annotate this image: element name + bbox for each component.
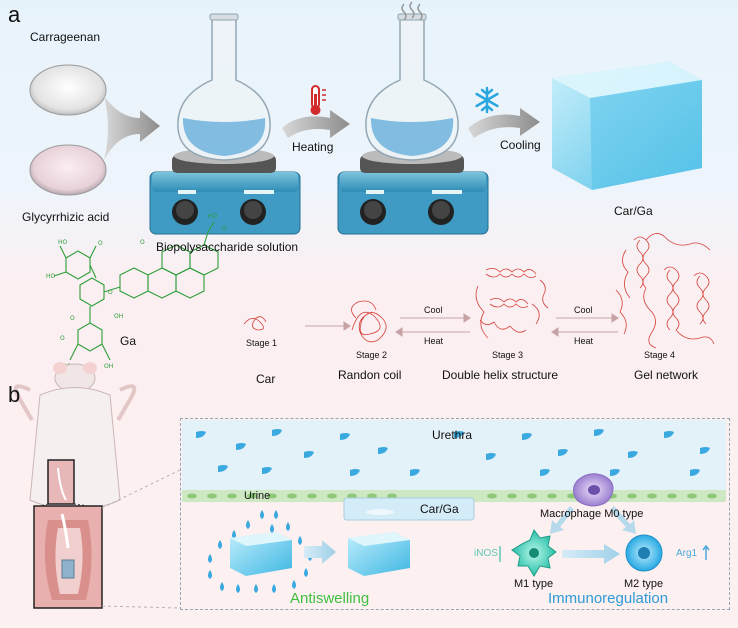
antiswelling-label: Antiswelling bbox=[290, 590, 370, 607]
svg-text:O: O bbox=[140, 239, 145, 246]
stage-name-double-helix: Double helix structure bbox=[442, 368, 559, 382]
steam-icon bbox=[401, 1, 423, 21]
m1-type-label: M1 type bbox=[514, 578, 554, 590]
heat-label-1: Heat bbox=[424, 336, 444, 346]
cooling-label: Cooling bbox=[500, 138, 541, 152]
macrophage-m0-label: Macrophage M0 type bbox=[540, 508, 644, 520]
stable-gel-block bbox=[348, 532, 410, 576]
m1-macrophage-cell bbox=[511, 528, 557, 577]
svg-text:O: O bbox=[60, 335, 65, 342]
car-ga-product-label: Car/Ga bbox=[614, 204, 653, 218]
glycyrrhizic-acid-label: Glycyrrhizic acid bbox=[22, 210, 110, 224]
ga-label: Ga bbox=[120, 334, 137, 348]
macrophage-m0-cell bbox=[573, 473, 614, 507]
flask-2 bbox=[365, 13, 459, 161]
stage-3-label: Stage 3 bbox=[492, 350, 524, 360]
biopolysaccharide-solution-label: Biopolysaccharide solution bbox=[156, 240, 299, 254]
stage-4-gel-network bbox=[615, 233, 715, 349]
thermometer-icon bbox=[310, 85, 326, 115]
transition-arrow bbox=[304, 540, 336, 564]
panel-a-letter: a bbox=[8, 2, 21, 27]
carrageenan-label: Carrageenan bbox=[30, 30, 101, 44]
arg1-up-icon bbox=[702, 544, 710, 560]
swollen-gel-block bbox=[230, 532, 292, 576]
urine-droplets-lumen bbox=[196, 429, 710, 476]
urethra-label: Urethra bbox=[432, 428, 473, 442]
svg-text:OH: OH bbox=[104, 363, 113, 370]
svg-text:O: O bbox=[70, 315, 75, 322]
m2-macrophage-cell bbox=[625, 534, 663, 572]
svg-text:HO: HO bbox=[46, 273, 56, 280]
heating-label: Heating bbox=[292, 140, 334, 154]
polarization-arrows bbox=[550, 506, 636, 564]
svg-text:O: O bbox=[98, 240, 103, 247]
stage-1-label: Stage 1 bbox=[246, 338, 278, 348]
arg1-label: Arg1 bbox=[676, 548, 698, 559]
car-ga-coating-label: Car/Ga bbox=[420, 502, 459, 516]
svg-text:HO: HO bbox=[208, 213, 218, 220]
heat-label-2: Heat bbox=[574, 336, 594, 346]
mechanism-panel-frame bbox=[180, 418, 730, 610]
stage-2-random-coil bbox=[351, 300, 387, 343]
svg-text:O: O bbox=[108, 289, 113, 296]
cool-label-1: Cool bbox=[424, 305, 443, 315]
stage-arrows bbox=[305, 313, 619, 337]
stage-2-label: Stage 2 bbox=[356, 350, 388, 360]
carrageenan-dish bbox=[29, 64, 107, 116]
hotplate-stirrer-2 bbox=[337, 148, 489, 235]
stage-name-car: Car bbox=[256, 372, 276, 386]
stage-3-double-helix bbox=[475, 268, 549, 339]
immunoregulation-label: Immunoregulation bbox=[548, 590, 669, 607]
heating-arrow bbox=[282, 110, 350, 138]
stage-4-label: Stage 4 bbox=[644, 350, 676, 360]
inos-label: iNOS bbox=[474, 548, 498, 559]
rat-illustration bbox=[13, 362, 137, 511]
m2-type-label: M2 type bbox=[624, 578, 664, 590]
merge-arrow bbox=[104, 96, 160, 160]
cooling-arrow bbox=[468, 108, 540, 138]
flask-1 bbox=[177, 13, 271, 161]
car-ga-coating bbox=[343, 497, 475, 521]
svg-text:OH: OH bbox=[114, 313, 123, 320]
stage-name-gel-network: Gel network bbox=[634, 368, 699, 382]
stage-1-coil bbox=[243, 316, 267, 331]
glycyrrhizic-acid-dish bbox=[29, 144, 107, 196]
car-ga-gel-block bbox=[552, 62, 702, 190]
svg-text:O: O bbox=[222, 225, 227, 232]
stage-name-random-coil: Randon coil bbox=[338, 368, 402, 382]
cool-label-2: Cool bbox=[574, 305, 593, 315]
rat-urethra-closeup bbox=[33, 505, 103, 609]
snowflake-icon bbox=[475, 86, 499, 114]
svg-text:HO: HO bbox=[58, 239, 68, 246]
hotplate-stirrer-1 bbox=[149, 148, 301, 235]
ga-molecule-structure bbox=[53, 221, 219, 361]
urine-label: Urine bbox=[244, 490, 271, 502]
panel-b-letter: b bbox=[8, 382, 21, 407]
